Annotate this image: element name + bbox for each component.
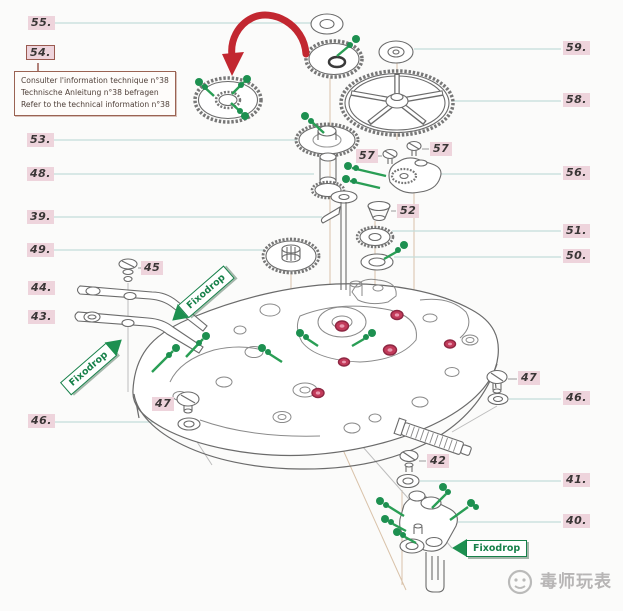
part-label-47-right: 47: [518, 371, 541, 385]
part-label-45: 45: [141, 261, 164, 275]
note-line-en: Refer to the technical information n°38: [21, 100, 170, 109]
part-label-40: 40.: [563, 514, 590, 528]
part-label-54: 54.: [26, 45, 55, 60]
part-label-39: 39.: [27, 210, 54, 224]
part-label-42: 42: [427, 454, 450, 468]
green-screws: [151, 35, 479, 545]
watermark-logo-icon: [507, 569, 533, 595]
fixodrop-arrow-icon: [452, 539, 467, 557]
leader-lines: [45, 22, 561, 523]
part-label-57-left: 57: [356, 149, 379, 163]
part-label-57-right: 57: [430, 142, 453, 156]
ruby-jewels: [311, 309, 457, 399]
bottom-assembly: [396, 449, 458, 593]
part-label-46-left: 46.: [28, 414, 55, 428]
red-curved-arrow-icon: [222, 11, 310, 76]
note-line-de: Technische Anleitung n°38 befragen: [21, 88, 159, 97]
part-label-44: 44.: [28, 281, 55, 295]
part-label-48: 48.: [27, 167, 54, 181]
part-label-56: 56.: [563, 166, 590, 180]
gear-train: [193, 13, 455, 290]
note-line-fr: Consulter l'information technique n°38: [21, 76, 169, 85]
part-label-52: 52: [397, 204, 420, 218]
part-label-41: 41.: [563, 473, 590, 487]
plate-details: [169, 278, 479, 437]
part-label-58: 58.: [563, 93, 590, 107]
fixodrop-label: Fixodrop: [466, 539, 528, 557]
part-label-59: 59.: [563, 41, 590, 55]
part-label-55: 55.: [28, 16, 55, 30]
part-label-47-left: 47: [152, 397, 175, 411]
part-label-53: 53.: [27, 133, 54, 147]
watermark-text: 毒师玩表: [540, 572, 612, 592]
part-label-46-right: 46.: [563, 391, 590, 405]
part-label-50: 50.: [563, 249, 590, 263]
setting-levers: [74, 258, 509, 431]
part-label-49: 49.: [27, 243, 54, 257]
part-label-51: 51.: [563, 224, 590, 238]
watermark: 毒师玩表: [505, 567, 612, 597]
technical-note-box: Consulter l'information technique n°38 T…: [14, 71, 176, 116]
part-label-43: 43.: [28, 310, 55, 324]
fixodrop-flag-bottom: Fixodrop: [452, 539, 528, 557]
winding-stem: [393, 417, 472, 456]
